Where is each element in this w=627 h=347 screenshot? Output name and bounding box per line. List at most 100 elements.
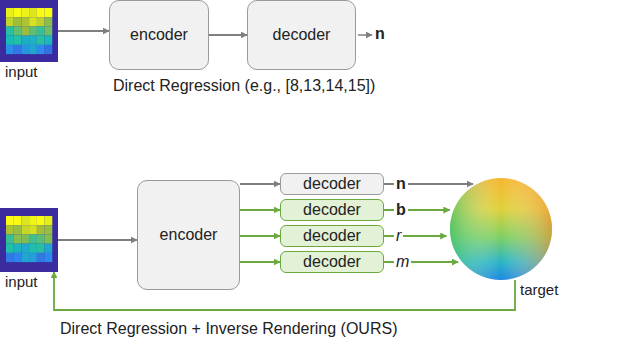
decoder-box: decoder (280, 199, 384, 221)
process-box: encoder (109, 0, 209, 70)
heatmap-cell (37, 8, 45, 17)
heatmap-cell (14, 45, 22, 54)
process-box: decoder (280, 173, 384, 195)
heatmap-cell (29, 17, 37, 26)
heatmap-cell (6, 8, 14, 17)
heatmap-cell (21, 216, 29, 225)
heatmap-cell (29, 225, 37, 234)
process-box: decoder (247, 0, 356, 70)
heatmap-cell (21, 244, 29, 253)
heatmap-cell (6, 26, 14, 35)
output-symbol: r (394, 227, 403, 245)
box-label: encoder (130, 26, 188, 44)
box-label: decoder (273, 26, 331, 44)
connector-arrow (209, 34, 247, 36)
input-image (0, 0, 58, 62)
heatmap-cell (37, 45, 45, 54)
image-ground (0, 0, 58, 62)
input-image (0, 208, 58, 272)
image-label: target (520, 281, 558, 299)
heatmap-cell (45, 216, 53, 225)
heatmap-cell (37, 26, 45, 35)
heatmap-cell (45, 26, 53, 35)
heatmap-cell (6, 17, 14, 26)
heatmap-cell (29, 234, 37, 243)
box-label: decoder (303, 253, 361, 271)
heatmap-cell (45, 234, 53, 243)
heatmap-cell (29, 216, 37, 225)
sphere-fill (450, 178, 552, 280)
heatmap-cell (45, 17, 53, 26)
heatmap-cell (6, 36, 14, 45)
heatmap-cell (45, 253, 53, 262)
heatmap-cell (21, 26, 29, 35)
heatmap-cell (14, 8, 22, 17)
image-label: input (5, 63, 38, 81)
connector-arrow (58, 30, 109, 32)
heatmap-cell (14, 244, 22, 253)
heatmap-cell (14, 234, 22, 243)
box-label: decoder (303, 175, 361, 193)
heatmap-cell (21, 45, 29, 54)
connector-arrow (240, 261, 280, 263)
heatmap-cell (29, 8, 37, 17)
caption: Direct Regression + Inverse Rendering (O… (60, 320, 397, 338)
heatmap-cell (14, 216, 22, 225)
heatmap-cell (14, 36, 22, 45)
heatmap-cell (37, 36, 45, 45)
process-box: encoder (137, 180, 240, 290)
connector-arrow (58, 239, 137, 241)
box-label: encoder (160, 226, 218, 244)
input-image: input (0, 208, 58, 272)
heatmap-cell (21, 36, 29, 45)
heatmap-cell (37, 17, 45, 26)
connector-arrow (240, 183, 280, 185)
box-label: decoder (303, 227, 361, 245)
image-ground (0, 208, 58, 272)
heatmap-cell (6, 216, 14, 225)
heatmap-cell (21, 8, 29, 17)
box-label: decoder (303, 201, 361, 219)
heatmap-cell (37, 253, 45, 262)
heatmap-cell (21, 225, 29, 234)
heatmap-cell (45, 225, 53, 234)
output-symbol: n (394, 175, 408, 193)
heatmap-cell (45, 244, 53, 253)
caption: Direct Regression (e.g., [8,13,14,15]) (113, 77, 375, 95)
heatmap-cell (14, 17, 22, 26)
connector-arrow (240, 235, 280, 237)
sphere-shade (450, 178, 552, 280)
heatmap-cell (45, 8, 53, 17)
heatmap-cell (29, 36, 37, 45)
output-symbol: b (394, 201, 408, 219)
heatmap-cell (29, 253, 37, 262)
image-label: input (5, 273, 38, 291)
heatmap-cell (21, 253, 29, 262)
heatmap-cell (45, 45, 53, 54)
heatmap-cell (29, 45, 37, 54)
connector-arrow (54, 272, 515, 310)
heatmap-cell (37, 216, 45, 225)
output-arrow (358, 34, 372, 36)
decoder-box: decoder (280, 225, 384, 247)
heatmap-cell (37, 225, 45, 234)
heatmap-cell (14, 253, 22, 262)
heatmap-cell (21, 17, 29, 26)
decoder-box: decoder (280, 251, 384, 273)
output-symbol: m (394, 253, 411, 271)
heatmap-cell (14, 225, 22, 234)
output-symbol: n (375, 25, 385, 43)
heatmap-cell (37, 234, 45, 243)
heatmap-cell (29, 244, 37, 253)
connector-arrow (240, 209, 280, 211)
heatmap-cell (45, 36, 53, 45)
heatmap-cell (6, 253, 14, 262)
heatmap-cell (6, 244, 14, 253)
target-sphere: target (450, 178, 552, 280)
input-image: input (0, 0, 58, 62)
heatmap-cell (6, 45, 14, 54)
heatmap-cell (37, 244, 45, 253)
target-sphere (450, 178, 552, 280)
